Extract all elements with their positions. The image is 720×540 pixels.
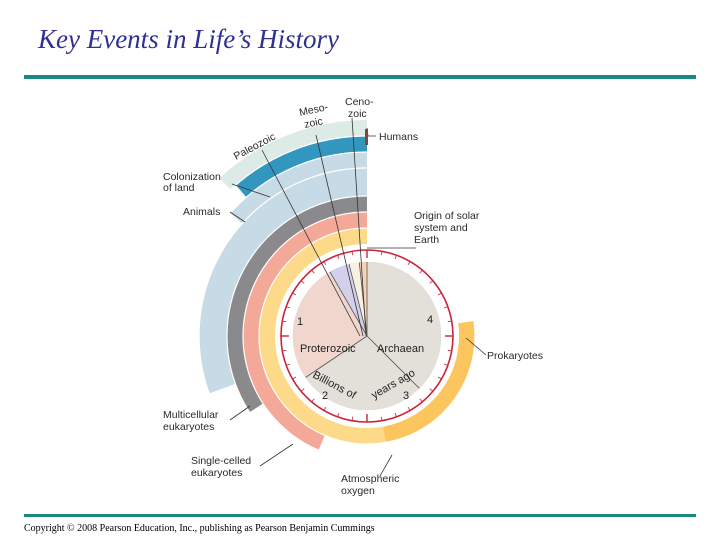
- era-line-proterozoic-start: [305, 335, 368, 378]
- event-label-origin-2: system and: [414, 222, 468, 234]
- clock-tick-31: [292, 292, 297, 296]
- footer-divider: [24, 514, 696, 517]
- tick-label-2: 2: [322, 390, 328, 402]
- clock-tick-29: [282, 320, 287, 323]
- era-line-cenozoic-start: [358, 262, 368, 337]
- clock-tick-21: [337, 412, 340, 417]
- era-label-cenozoic-1: Ceno-: [345, 96, 374, 108]
- era-line-archaean-mid: [366, 335, 420, 389]
- era-label-cenozoic-2: zoic: [348, 108, 367, 120]
- clock-tick-24: [300, 388, 305, 392]
- event-label-origin-3: Earth: [414, 234, 439, 246]
- slide-title: Key Events in Life’s History: [38, 24, 339, 54]
- band-separator-1: [258, 227, 476, 445]
- clock-tick-30: [286, 306, 291, 309]
- band-separator-3: [226, 195, 508, 477]
- clock-tick-35: [337, 255, 340, 260]
- event-label-origin-1: Origin of solar: [414, 210, 480, 222]
- clock-tick-18: [380, 416, 383, 421]
- animals-band: [230, 152, 367, 224]
- event-label-animals: Animals: [183, 206, 220, 218]
- leader-humans: [366, 127, 376, 137]
- event-label-multicellular-2: eukaryotes: [163, 421, 214, 433]
- colonization-band: [235, 136, 367, 198]
- clock-tick-9: [447, 320, 452, 323]
- leader-colonization: [231, 183, 271, 198]
- clock-tick-4: [407, 261, 411, 266]
- clock-tick-3: [394, 255, 397, 260]
- era-wedge-proterozoic: [292, 271, 367, 378]
- event-label-single-celled-1: Single-celled: [191, 455, 251, 467]
- clock-tick-16: [407, 406, 411, 411]
- clock-tick-2: [380, 251, 383, 256]
- animals-band-light: [199, 168, 367, 394]
- leader-oxygen: [379, 454, 393, 477]
- clock-tick-14: [429, 388, 434, 392]
- multicellular-band: [226, 196, 367, 413]
- era-label-proterozoic: Proterozoic: [300, 343, 356, 355]
- leader-mesozoic: [315, 134, 364, 337]
- clock-tick-22: [323, 406, 327, 411]
- era-wedge-archaean: [367, 262, 441, 389]
- event-label-colonization-1: Colonization: [163, 171, 221, 183]
- event-bands: [166, 120, 568, 537]
- clock-tick-26: [286, 363, 291, 366]
- clock-tick-13: [437, 376, 442, 380]
- era-label-mesozoic-2: zoic: [303, 115, 324, 131]
- clock-tick-6: [429, 280, 434, 284]
- clock-tick-15: [419, 398, 423, 403]
- clock-tick-36: [351, 251, 354, 256]
- tick-label-3: 3: [403, 390, 409, 402]
- leader-cenozoic: [351, 117, 367, 337]
- tick-label-1: 1: [297, 316, 303, 328]
- band-separator-4: [198, 167, 536, 505]
- humans-marker: [365, 129, 368, 145]
- clock-tick-11: [447, 349, 452, 352]
- event-label-colonization-2: of land: [163, 182, 195, 194]
- leader-animals: [229, 211, 246, 223]
- band-separator-5: [182, 151, 552, 521]
- clock-tick-34: [323, 261, 327, 266]
- leader-paleozoic: [261, 149, 361, 337]
- clock-tick-23: [311, 398, 315, 403]
- event-label-humans: Humans: [379, 131, 418, 143]
- era-line-mesozoic-start: [348, 264, 368, 337]
- clock-tick-17: [394, 412, 397, 417]
- leader-prokaryotes: [465, 337, 487, 356]
- prokaryotes-band: [382, 320, 475, 443]
- clock-tick-25: [292, 376, 297, 380]
- clock-face: [275, 244, 459, 428]
- colonization-pale-band: [219, 120, 367, 190]
- clock-tick-8: [443, 306, 448, 309]
- tick-label-4: 4: [427, 314, 433, 326]
- title-divider: [24, 75, 696, 79]
- clock-tick-33: [311, 269, 315, 274]
- event-label-prokaryotes: Prokaryotes: [487, 350, 543, 362]
- event-label-oxygen-2: oxygen: [341, 485, 375, 497]
- era-wedge-paleozoic: [330, 264, 367, 336]
- copyright-text: Copyright © 2008 Pearson Education, Inc.…: [24, 523, 375, 534]
- era-wedge-archaean-lower: [305, 336, 420, 410]
- leader-multicellular: [229, 405, 251, 421]
- era-label-archaean: Archaean: [377, 343, 424, 355]
- clock-tick-7: [437, 292, 442, 296]
- clock-tick-27: [282, 349, 287, 352]
- leader-single-celled: [259, 443, 294, 467]
- clock-tick-12: [443, 363, 448, 366]
- event-label-multicellular-1: Multicellular: [163, 409, 219, 421]
- clock-tick-5: [419, 269, 423, 274]
- event-label-oxygen-1: Atmospheric: [341, 473, 399, 485]
- event-label-single-celled-2: eukaryotes: [191, 467, 242, 479]
- leader-lines: [229, 117, 487, 477]
- clock-tick-32: [300, 280, 305, 284]
- oxygen-band: [258, 228, 386, 444]
- single-celled-band: [242, 212, 367, 451]
- band-separator-2: [242, 211, 492, 461]
- clock-tick-20: [351, 416, 354, 421]
